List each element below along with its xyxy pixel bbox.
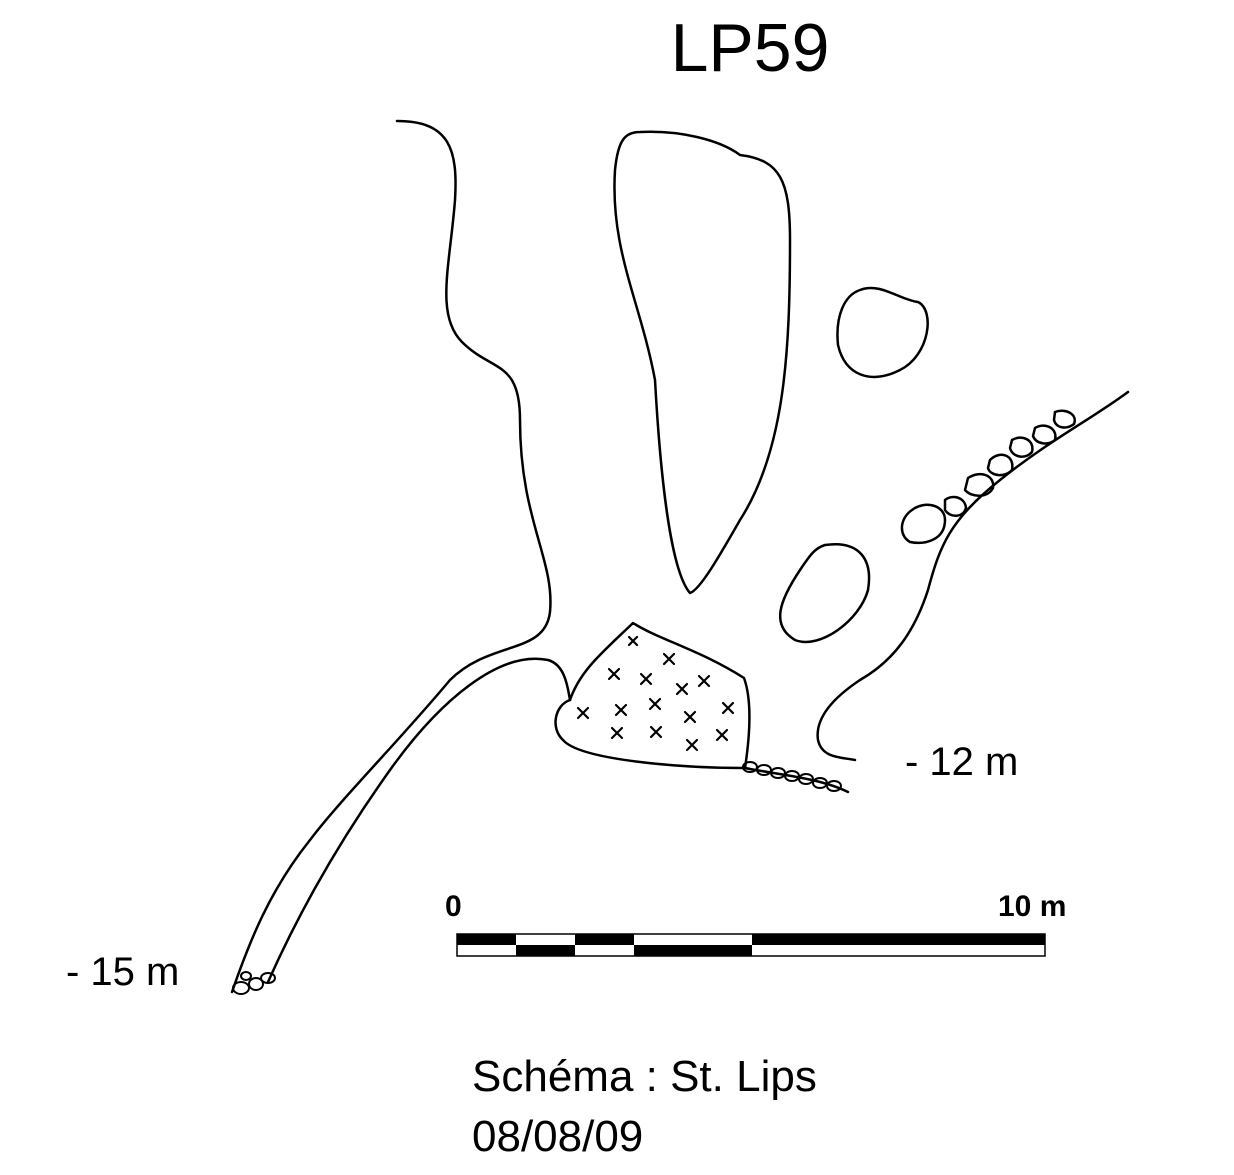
scale-bar-segment xyxy=(516,945,575,956)
scree-chamber-outline xyxy=(554,621,751,770)
cave-wall-right xyxy=(816,390,1130,762)
scale-bar-segment xyxy=(575,934,634,945)
cave-wall-inner-lower xyxy=(266,657,572,984)
pebbles-floor-12m xyxy=(742,761,842,792)
rock-blocks-right-wall xyxy=(900,409,1076,544)
scale-bar xyxy=(456,933,1046,957)
scale-bar-segment xyxy=(634,945,752,956)
pebbles-floor-15m xyxy=(232,971,276,995)
map-title: LP59 xyxy=(670,10,830,86)
rock-pillar-oval xyxy=(778,542,871,644)
scale-end-label: 10 m xyxy=(998,890,1067,923)
cave-wall-left xyxy=(230,119,552,994)
rock-pillar-small xyxy=(836,286,929,379)
rock-pillar-central xyxy=(613,130,792,595)
author-credit: Schéma : St. Lips xyxy=(472,1052,817,1101)
scale-bar-segment xyxy=(752,934,1045,945)
scale-start-label: 0 xyxy=(445,890,462,923)
scree-crosses xyxy=(576,635,735,752)
scale-bar-segment xyxy=(457,934,516,945)
survey-date: 08/08/09 xyxy=(472,1112,644,1161)
depth-label-right: - 12 m xyxy=(905,740,1019,784)
depth-label-left: - 15 m xyxy=(66,950,180,994)
